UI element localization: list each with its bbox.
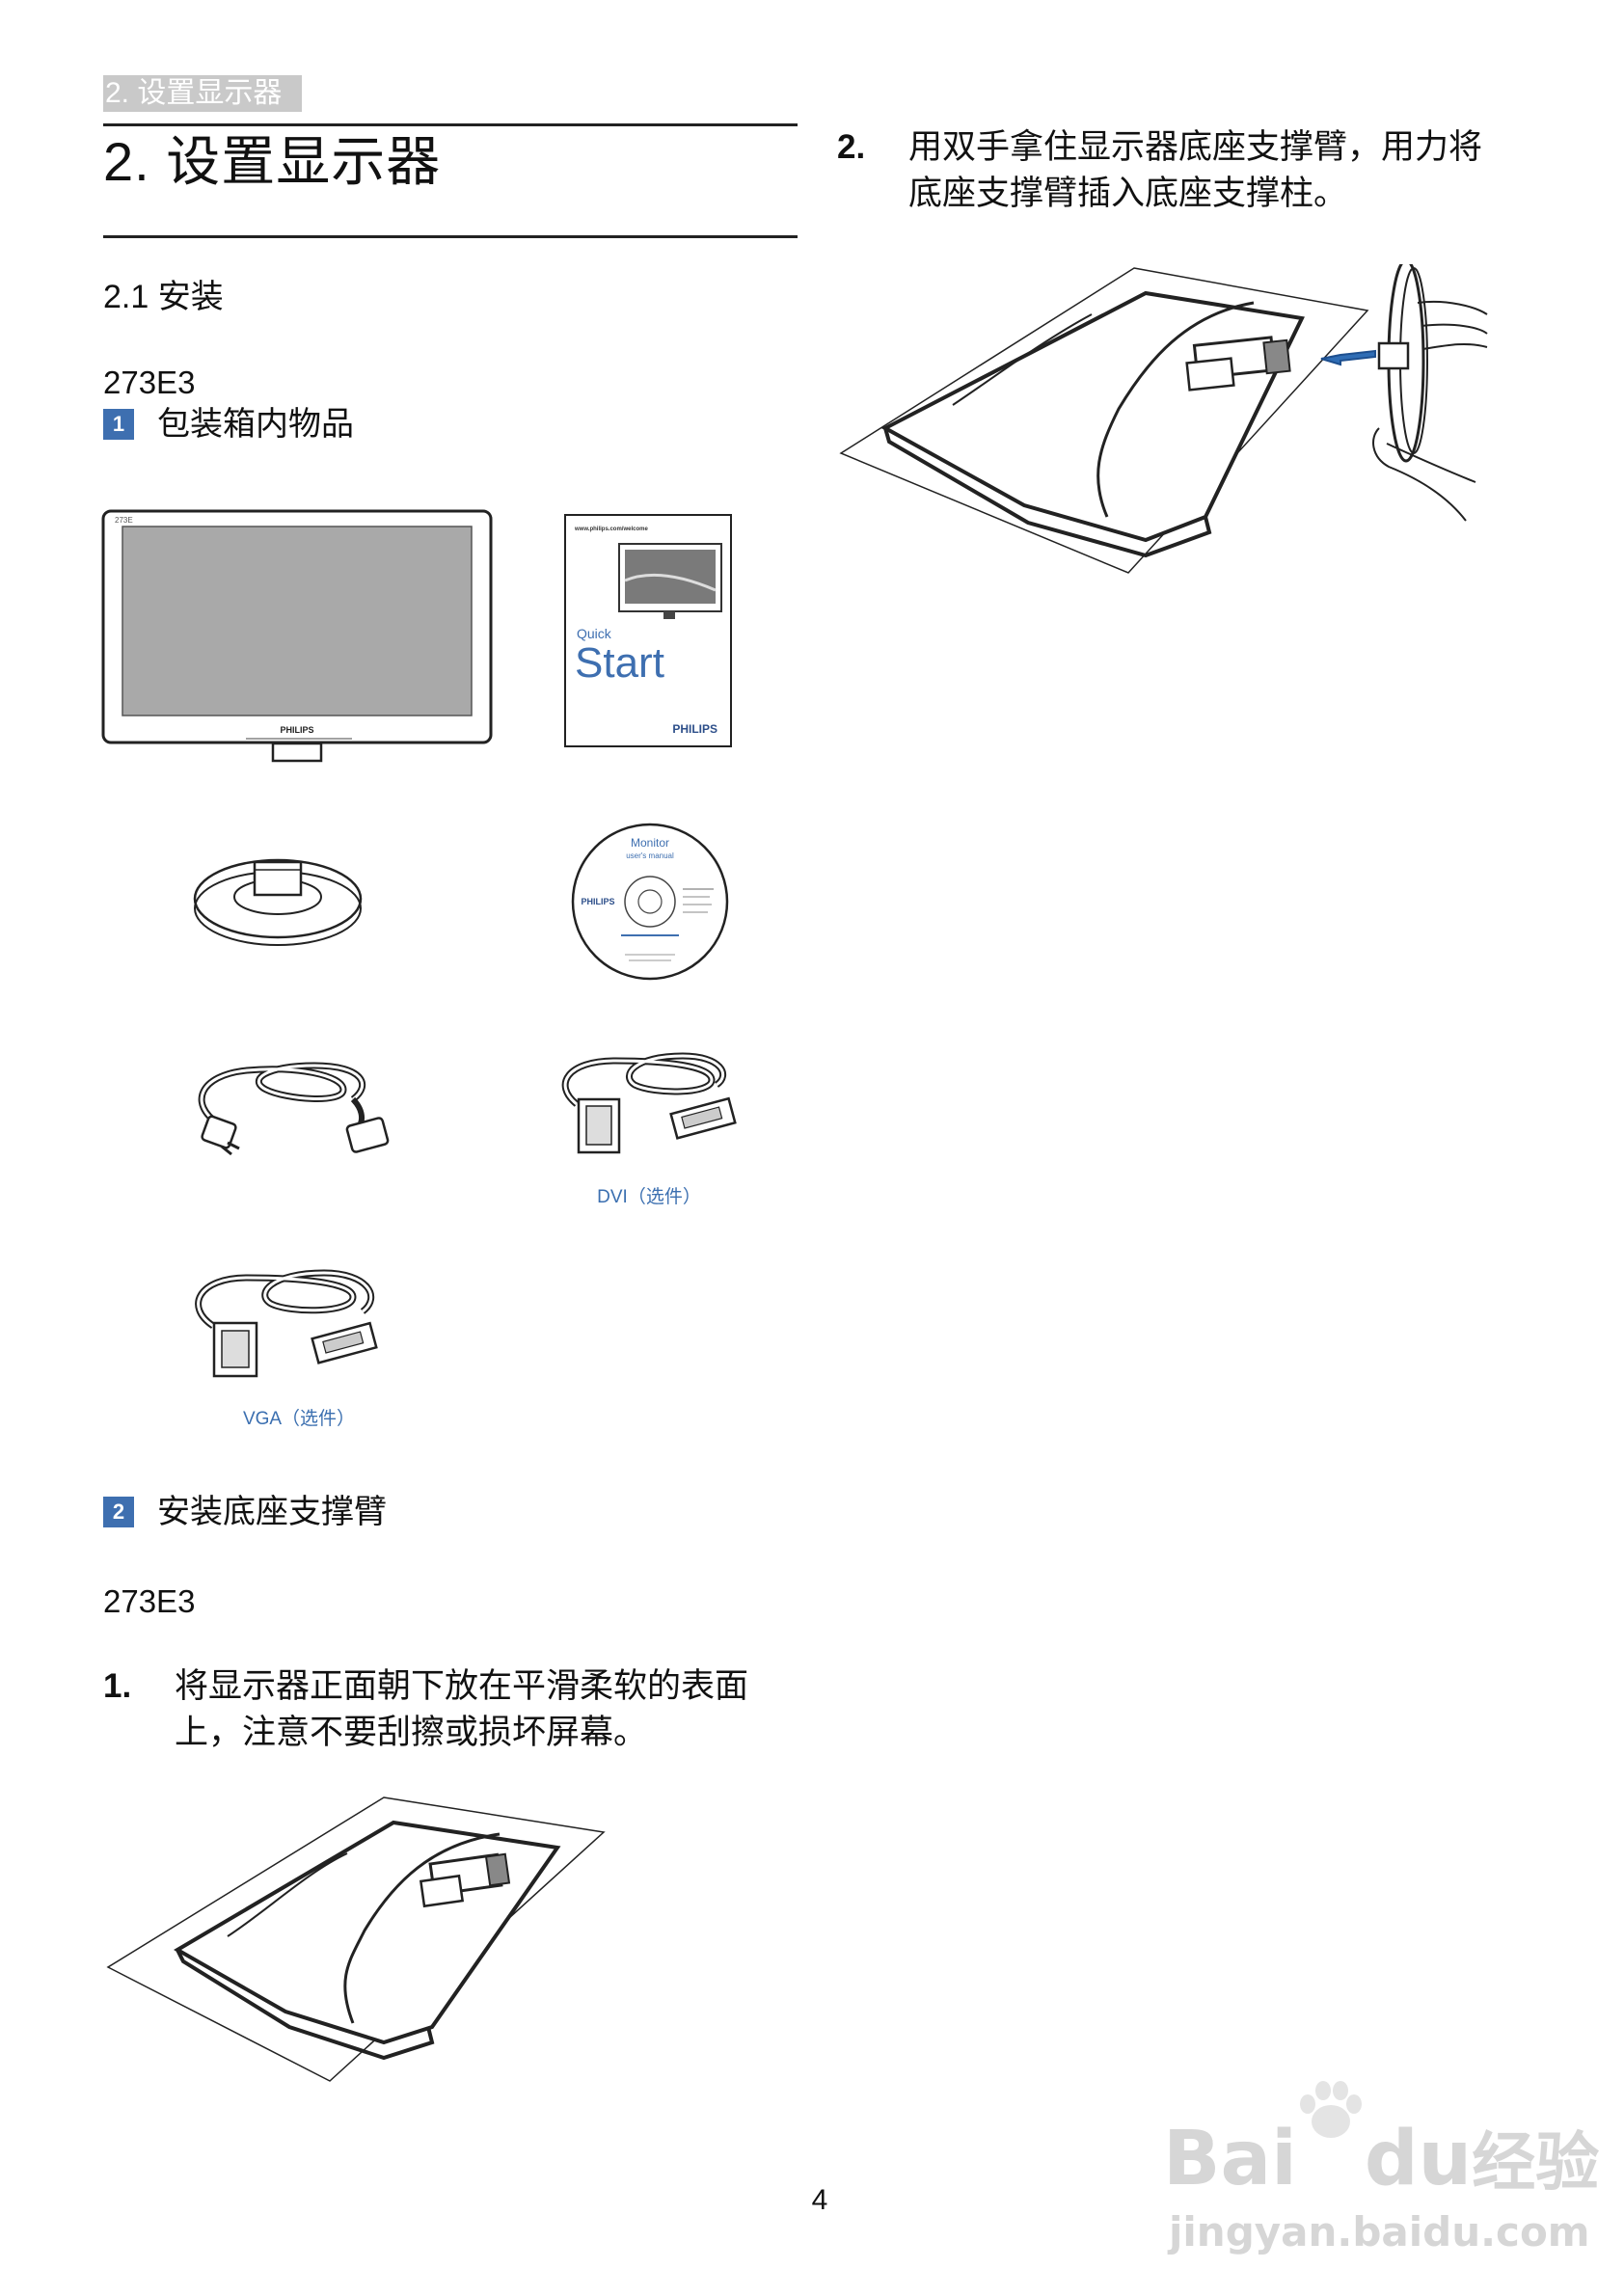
instruction-2: 2. 用双手拿住显示器底座支撑臂，用力将 底座支撑臂插入底座支撑柱。 <box>837 123 1531 220</box>
monitor-brand-text: PHILIPS <box>280 725 313 735</box>
step-badge: 2 <box>103 1497 134 1527</box>
instruction-line: 上，注意不要刮擦或损坏屏幕。 <box>175 1714 648 1751</box>
step-heading-contents: 1 包装箱内物品 <box>103 403 354 446</box>
disc-brand: PHILIPS <box>581 897 614 906</box>
page-title: 2. 设置显示器 <box>103 131 442 192</box>
vga-cable-image <box>195 1269 378 1378</box>
guide-title-small: Quick <box>577 626 612 641</box>
dvi-caption: DVI（选件） <box>597 1187 701 1207</box>
instruction-number: 2. <box>837 128 866 166</box>
monitor-facedown-image <box>106 1796 606 2082</box>
attach-stand-image <box>839 264 1488 574</box>
user-manual-disc-image: Monitor user's manual PHILIPS <box>571 823 729 981</box>
stand-base-image <box>193 858 363 946</box>
title-bottom-rule <box>103 235 798 238</box>
monitor-front-image: 273E PHILIPS <box>101 509 493 763</box>
monitor-corner-text: 273E <box>115 516 133 525</box>
model-number: 273E3 <box>103 1583 196 1619</box>
step-label: 包装箱内物品 <box>157 406 354 443</box>
watermark-brand-bai: Bai <box>1163 2116 1297 2202</box>
step-badge: 1 <box>103 409 134 440</box>
model-number: 273E3 <box>103 365 196 400</box>
vga-caption: VGA（选件） <box>242 1409 356 1429</box>
guide-brand-line: www.philips.com/welcome <box>574 527 648 532</box>
paw-print-icon <box>1300 2081 1362 2138</box>
title-top-rule <box>103 123 798 126</box>
instruction-line: 将显示器正面朝下放在平滑柔软的表面 <box>175 1667 749 1705</box>
watermark-brand-du: du <box>1364 2116 1473 2202</box>
watermark-brand-suffix: 经验 <box>1472 2125 1600 2200</box>
instruction-line: 底座支撑臂插入底座支撑柱。 <box>908 175 1348 212</box>
instruction-line: 用双手拿住显示器底座支撑臂，用力将 <box>908 128 1483 166</box>
guide-title-big: Start <box>575 639 664 687</box>
step-heading-arm: 2 安装底座支撑臂 <box>103 1491 387 1533</box>
watermark-url: jingyan.baidu.com <box>1169 2208 1590 2255</box>
disc-subtitle: user's manual <box>626 851 674 860</box>
section-tab-label: 2. 设置显示器 <box>103 75 302 112</box>
power-cord-image <box>198 1062 390 1156</box>
instruction-1: 1. 将显示器正面朝下放在平滑柔软的表面 上，注意不要刮擦或损坏屏幕。 <box>103 1662 798 1759</box>
disc-title: Monitor <box>631 836 669 850</box>
section-heading: 2.1 安装 <box>103 279 224 315</box>
quick-start-guide-image: www.philips.com/welcome Quick Start PHIL… <box>564 514 732 747</box>
instruction-number: 1. <box>103 1667 132 1705</box>
guide-brand: PHILIPS <box>672 722 717 736</box>
step-label: 安装底座支撑臂 <box>157 1494 387 1530</box>
page-number: 4 <box>811 2184 828 2216</box>
dvi-cable-image <box>561 1052 737 1154</box>
